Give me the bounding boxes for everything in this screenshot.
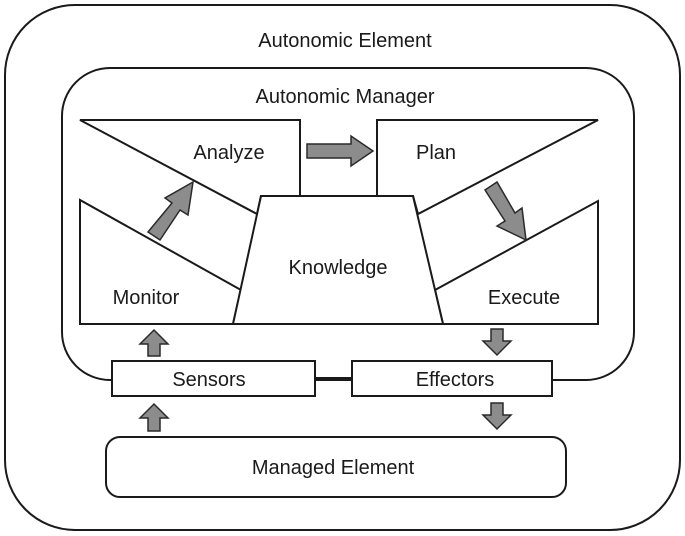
effectors-box	[351, 360, 553, 397]
sensors-to-monitor-arrow	[138, 328, 170, 357]
monitor-to-analyze-arrow	[146, 180, 194, 242]
monitor-label: Monitor	[113, 287, 180, 309]
execute-label: Execute	[488, 287, 560, 309]
analyze-to-plan-arrow	[306, 134, 375, 168]
managed-element-box	[105, 436, 567, 498]
execute-to-effectors-arrow	[481, 328, 513, 357]
effectors-label: Effectors	[416, 369, 495, 391]
autonomic-manager-label: Autonomic Manager	[256, 86, 435, 108]
knowledge-label: Knowledge	[289, 257, 388, 279]
plan-label: Plan	[416, 142, 456, 164]
sensors-box	[111, 360, 316, 397]
managed-to-sensors-arrow	[138, 402, 170, 432]
managed-element-label: Managed Element	[252, 457, 415, 479]
effectors-to-managed-arrow	[481, 402, 513, 431]
analyze-label: Analyze	[193, 142, 264, 164]
autonomic-element-label: Autonomic Element	[258, 30, 432, 52]
sensors-label: Sensors	[172, 369, 245, 391]
knowledge-shape	[231, 195, 445, 325]
plan-to-execute-arrow	[483, 180, 527, 242]
